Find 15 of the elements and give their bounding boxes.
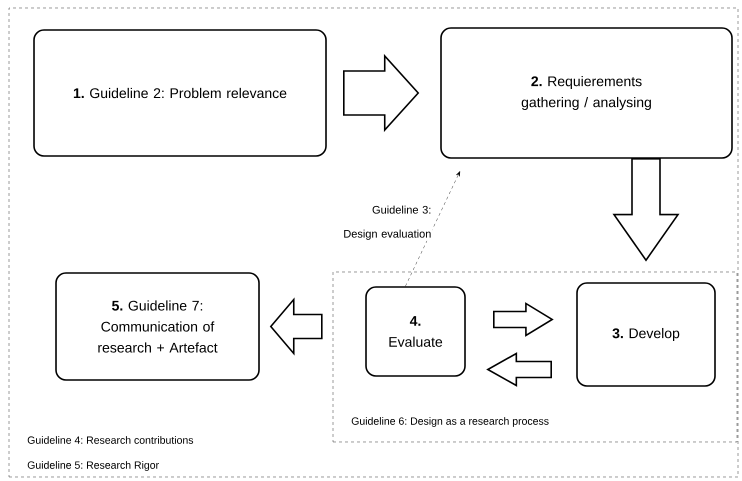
process-box: 3. Develop	[576, 282, 716, 387]
edge-label: Guideline 3: Design evaluation	[344, 206, 431, 240]
block-arrow	[493, 302, 554, 337]
process-box: 1. Guideline 2: Problem relevance	[33, 29, 327, 157]
block-arrow	[612, 158, 680, 262]
block-arrow	[343, 54, 420, 132]
guideline-note: Guideline 6: Design as a research process	[352, 417, 549, 427]
block-arrow	[270, 297, 323, 356]
guideline-note: Guideline 5: Research Rigor	[28, 461, 159, 471]
arrow	[405, 171, 460, 286]
process-box: 5. Guideline 7: Communication of research + Artefact	[55, 272, 260, 381]
block-arrow	[486, 352, 552, 387]
process-box: 2. Requierements gathering / analysing	[440, 27, 733, 159]
process-box: 4. Evaluate	[365, 286, 466, 377]
guideline-note: Guideline 4: Research contributions	[28, 436, 194, 444]
